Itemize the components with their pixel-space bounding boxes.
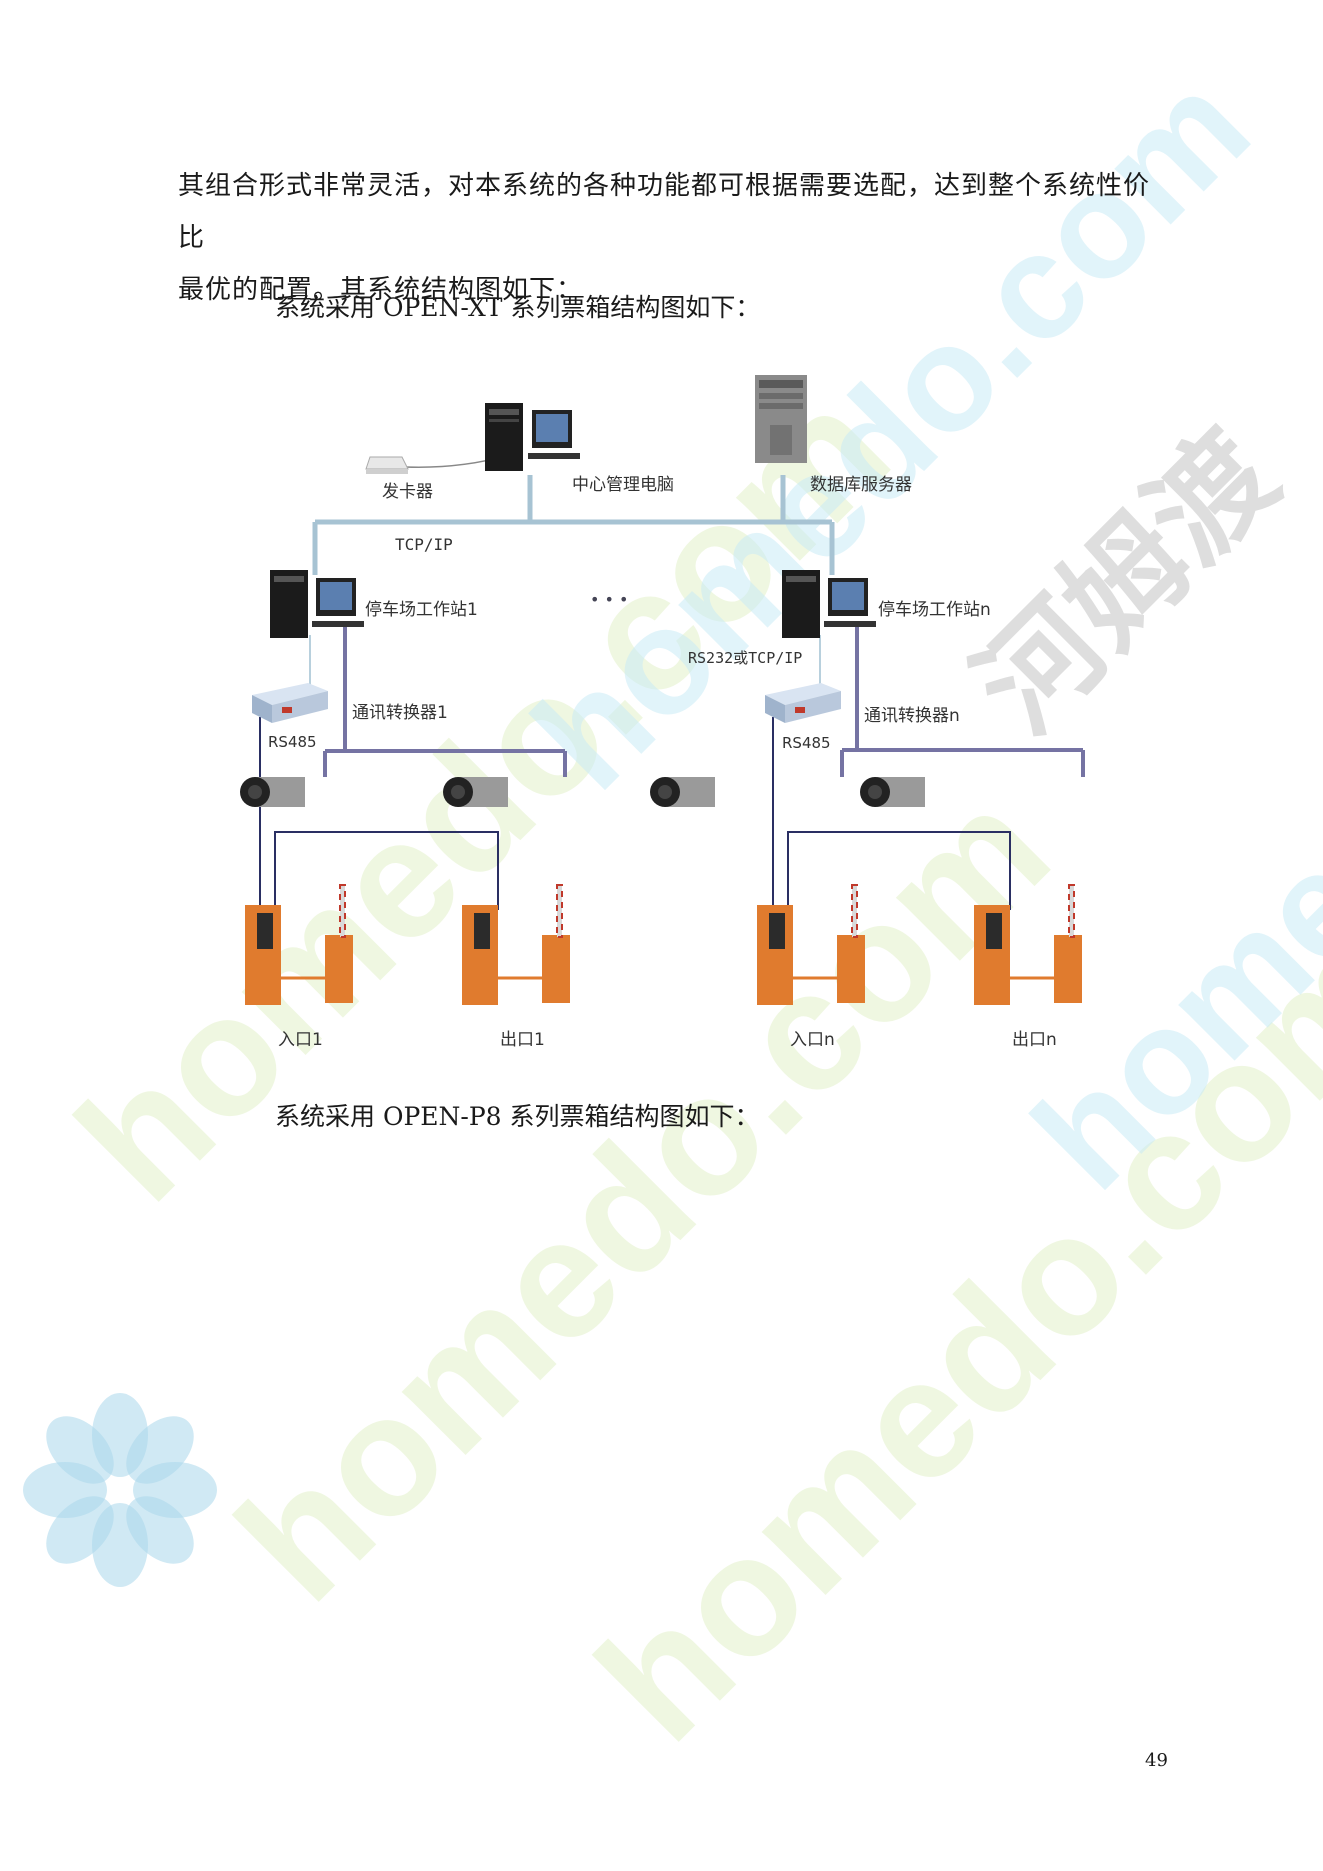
- label-workstation-1: 停车场工作站1: [365, 600, 478, 620]
- workstation-1-icon: [270, 570, 364, 638]
- database-server-icon: [755, 375, 807, 463]
- label-exit-n: 出口n: [1012, 1030, 1057, 1050]
- camera-icon: [860, 777, 925, 807]
- label-workstation-n: 停车场工作站n: [878, 600, 991, 620]
- label-ellipsis: • • •: [590, 590, 629, 609]
- label-converter-1: 通讯转换器1: [352, 703, 448, 723]
- converter-1-icon: [252, 683, 328, 723]
- workstation-n-icon: [782, 570, 876, 638]
- label-rs485-n: RS485: [782, 734, 831, 752]
- converter-n-icon: [765, 683, 841, 723]
- card-reader-icon: [365, 456, 409, 474]
- label-card-reader: 发卡器: [382, 482, 433, 502]
- label-rs485-1: RS485: [268, 733, 317, 751]
- label-tcpip: TCP/IP: [395, 535, 453, 554]
- label-converter-n: 通讯转换器n: [864, 706, 960, 726]
- label-exit-1: 出口1: [500, 1030, 545, 1050]
- body-paragraph: 其组合形式非常灵活，对本系统的各种功能都可根据需要选配，达到整个系统性价比 最优…: [178, 160, 1168, 316]
- label-rs232: RS232或TCP/IP: [688, 649, 803, 667]
- camera-icon: [240, 777, 305, 807]
- camera-icon: [650, 777, 715, 807]
- label-entry-1: 入口1: [278, 1030, 323, 1050]
- caption-open-p8: 系统采用 OPEN-P8 系列票箱结构图如下：: [275, 1102, 760, 1131]
- page-number: 49: [1145, 1750, 1168, 1771]
- label-central-pc: 中心管理电脑: [572, 475, 674, 495]
- camera-icon: [443, 777, 508, 807]
- watermark-flower-icon: [23, 1393, 217, 1587]
- central-pc-icon: [485, 403, 580, 471]
- entry-n-ticket-box-icon: [757, 884, 865, 1005]
- exit-1-ticket-box-icon: [462, 884, 570, 1005]
- diagram-graphics: [240, 375, 1085, 1005]
- paragraph-line: 最优的配置。其系统结构图如下：: [178, 275, 584, 305]
- paragraph-line: 其组合形式非常灵活，对本系统的各种功能都可根据需要选配，达到整个系统性价比: [178, 171, 1151, 253]
- label-db-server: 数据库服务器: [810, 475, 912, 495]
- system-structure-diagram: 发卡器 中心管理电脑 数据库服务器 TCP/IP 停车场工作站1 • • • 停…: [230, 365, 1130, 1065]
- entry-1-ticket-box-icon: [245, 884, 353, 1005]
- label-entry-n: 入口n: [790, 1030, 835, 1050]
- exit-n-ticket-box-icon: [974, 884, 1082, 1005]
- caption-open-xt: 系统采用 OPEN-XT 系列票箱结构图如下：: [275, 293, 761, 322]
